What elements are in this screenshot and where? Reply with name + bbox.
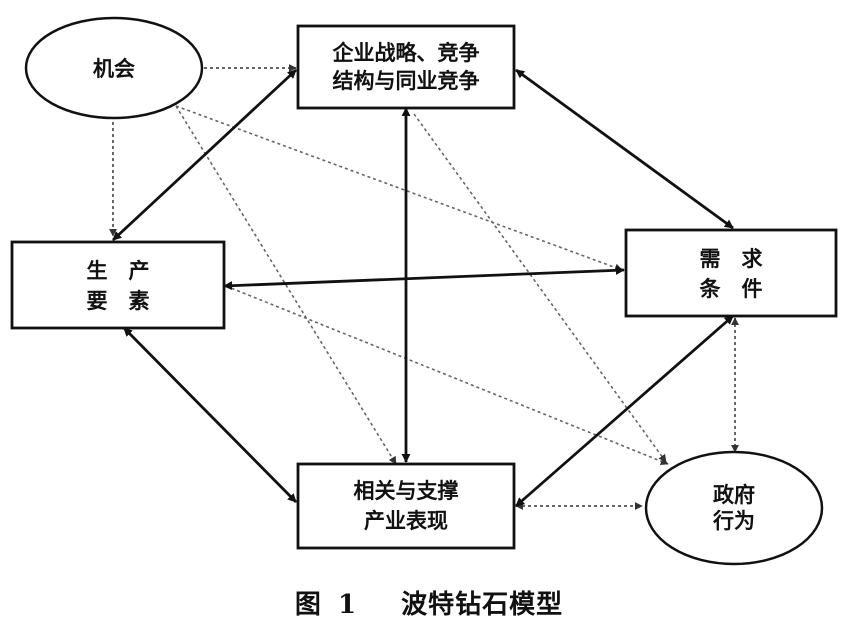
caption-prefix: 图 [294, 590, 322, 620]
arrow-factor-related [123, 327, 297, 503]
node-related-line1: 相关与支撑 [354, 479, 459, 503]
caption-title: 波特钻石模型 [401, 590, 564, 620]
arrow-factor-to-government [225, 285, 669, 466]
node-strategy: 企业战略、竞争 结构与同业竞争 [296, 24, 516, 110]
figure-caption: 图 1 波特钻石模型 [0, 584, 858, 621]
node-government: 政府 行为 [644, 450, 824, 566]
node-factor: 生 产 要 素 [10, 240, 226, 330]
arrow-demand-related [515, 314, 734, 508]
arrow-strategy-demand [515, 68, 734, 230]
arrow-factor-demand [223, 265, 625, 291]
caption-number: 1 [337, 590, 358, 620]
node-demand-line2: 条 件 [700, 277, 763, 301]
node-strategy-line2: 结构与同业竞争 [333, 69, 480, 93]
node-related: 相关与支撑 产业表现 [296, 462, 516, 550]
arrow-chance-to-demand [175, 105, 623, 272]
node-related-line2: 产业表现 [364, 509, 448, 533]
arrow-strategy-factor [112, 68, 297, 242]
node-chance: 机会 [24, 16, 204, 120]
node-chance-label: 机会 [93, 57, 135, 81]
node-demand: 需 求 条 件 [624, 228, 838, 318]
node-government-line1: 政府 [713, 483, 755, 507]
node-demand-line1: 需 求 [700, 247, 763, 271]
node-factor-line1: 生 产 [87, 259, 150, 283]
node-strategy-line1: 企业战略、竞争 [332, 41, 480, 65]
node-government-line2: 行为 [712, 509, 755, 533]
node-factor-line2: 要 素 [87, 289, 150, 313]
porter-diamond-diagram: 机会 企业战略、竞争 结构与同业竞争 生 产 要 素 需 求 条 件 相关与支撑… [10, 16, 838, 566]
